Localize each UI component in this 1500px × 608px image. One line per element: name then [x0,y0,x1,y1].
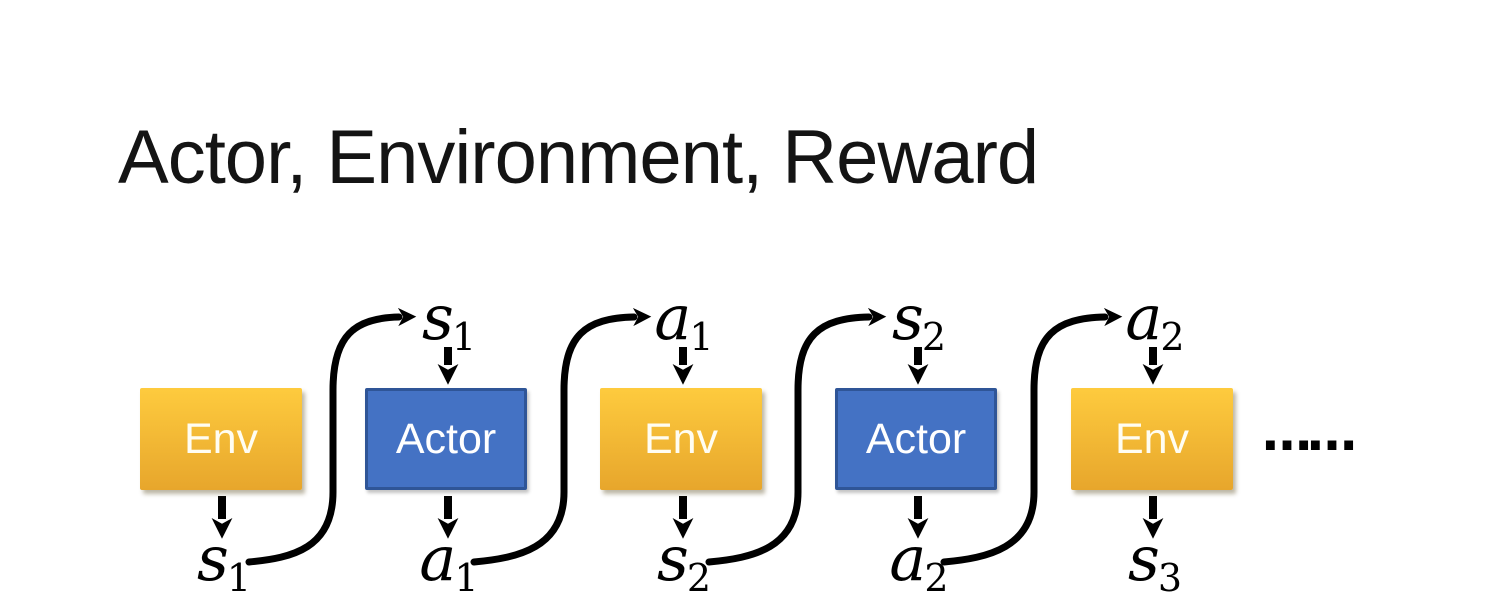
top-label-a2: a2 [1125,287,1185,360]
bottom-label-a1: a1 [419,528,479,601]
bottom-label-s1: s1 [197,528,252,601]
continuation-ellipsis: …… [1262,404,1357,462]
top-label-s1-sub: 1 [451,315,477,360]
bottom-label-s3: s3 [1128,528,1183,601]
bottom-label-s1-sub: 1 [226,556,252,601]
env-box-1: Env [140,388,302,490]
bottom-label-a1-sub: 1 [454,556,479,601]
top-label-a1-sub: 1 [689,315,714,360]
bottom-label-s2: s2 [657,528,712,601]
page-title: Actor, Environment, Reward [118,115,1039,200]
bottom-label-a2-base: a [889,522,927,595]
top-label-s1: s1 [422,287,477,360]
env-box-3: Env [1071,388,1233,490]
actor-box-1-label: Actor [395,414,497,463]
bottom-label-s3-base: s [1127,522,1160,595]
actor-box-2-label: Actor [865,414,967,463]
top-label-a1: a1 [654,287,714,360]
env-box-3-label: Env [1114,414,1190,463]
top-label-s2: s2 [892,287,947,360]
top-label-s2-sub: 2 [921,315,947,360]
env-box-2: Env [600,388,762,490]
top-label-a2-base: a [1125,281,1163,354]
env-box-2-label: Env [643,414,719,463]
bottom-label-s3-sub: 3 [1157,556,1183,601]
bottom-label-a2: a2 [889,528,949,601]
env-box-1-label: Env [183,414,259,463]
actor-box-1: Actor [365,388,527,490]
top-label-a1-base: a [654,281,692,354]
bottom-label-s2-base: s [656,522,689,595]
actor-box-2: Actor [835,388,997,490]
top-label-s1-base: s [421,281,454,354]
bottom-label-a1-base: a [419,522,457,595]
bottom-label-s2-sub: 2 [686,556,712,601]
top-label-a2-sub: 2 [1160,315,1185,360]
bottom-label-s1-base: s [196,522,229,595]
top-label-s2-base: s [891,281,924,354]
bottom-label-a2-sub: 2 [924,556,949,601]
